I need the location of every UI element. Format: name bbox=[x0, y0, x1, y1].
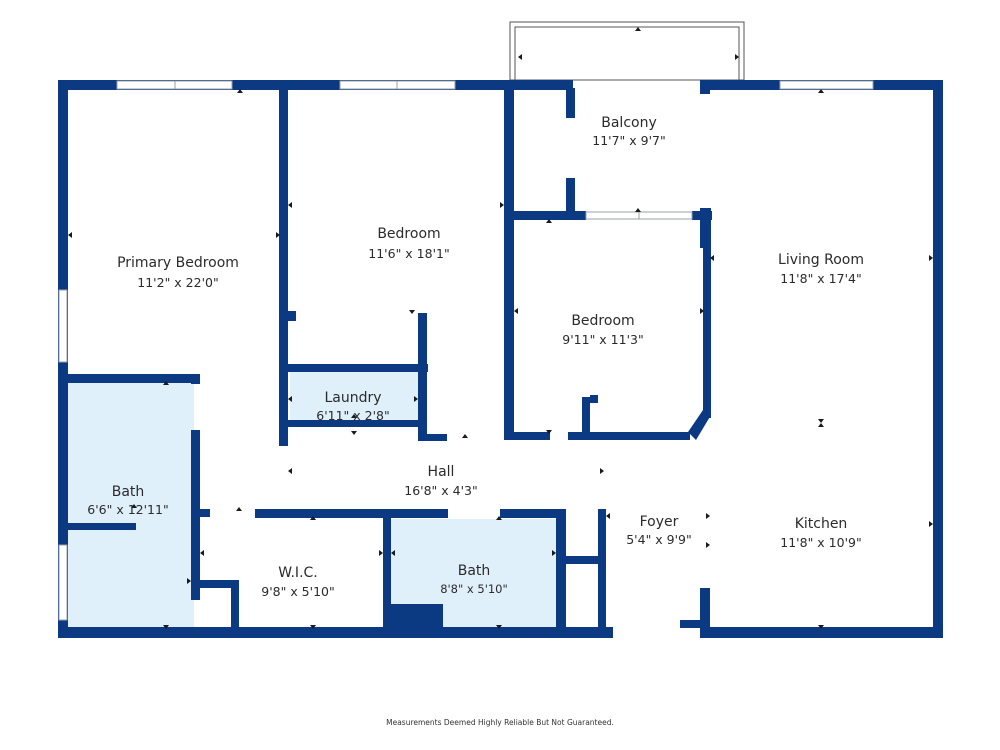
room-kitchen: Kitchen 11'8" x 10'9" bbox=[780, 516, 861, 550]
room-name: Bedroom bbox=[571, 313, 634, 329]
bath-1-fill bbox=[68, 383, 194, 627]
room-primary-bedroom: Primary Bedroom 11'2" x 22'0" bbox=[117, 255, 239, 290]
interior-walls bbox=[58, 80, 712, 636]
room-name: Laundry bbox=[324, 390, 381, 406]
room-size: 8'8" x 5'10" bbox=[440, 582, 508, 596]
room-size: 11'8" x 17'4" bbox=[780, 271, 861, 286]
room-size: 6'6" x 12'11" bbox=[87, 502, 168, 517]
room-size: 5'4" x 9'9" bbox=[626, 532, 692, 547]
room-size: 11'2" x 22'0" bbox=[137, 275, 218, 290]
room-size: 9'11" x 11'3" bbox=[562, 332, 643, 347]
room-size: 11'6" x 18'1" bbox=[368, 246, 449, 261]
room-name: Primary Bedroom bbox=[117, 255, 239, 271]
room-name: Foyer bbox=[640, 514, 679, 530]
room-wic: W.I.C. 9'8" x 5'10" bbox=[261, 565, 334, 599]
room-laundry: Laundry 6'11" x 2'8" bbox=[316, 390, 389, 423]
room-name: W.I.C. bbox=[278, 565, 318, 581]
room-hall: Hall 16'8" x 4'3" bbox=[404, 464, 477, 498]
room-bath-1: Bath 6'6" x 12'11" bbox=[87, 484, 168, 517]
room-name: Bath bbox=[112, 484, 145, 500]
room-name: Bedroom bbox=[377, 226, 440, 242]
room-size: 11'8" x 10'9" bbox=[780, 535, 861, 550]
room-size: 6'11" x 2'8" bbox=[316, 408, 389, 423]
balcony-railing bbox=[509, 21, 745, 81]
disclaimer-text: Measurements Deemed Highly Reliable But … bbox=[386, 718, 614, 727]
dimension-ticks bbox=[68, 27, 933, 629]
room-bath-2: Bath 8'8" x 5'10" bbox=[440, 563, 508, 596]
room-name: Hall bbox=[428, 464, 455, 480]
windows bbox=[58, 80, 874, 621]
room-balcony: Balcony 11'7" x 9'7" bbox=[592, 115, 665, 148]
room-name: Bath bbox=[458, 563, 491, 579]
room-size: 11'7" x 9'7" bbox=[592, 133, 665, 148]
room-foyer: Foyer 5'4" x 9'9" bbox=[626, 514, 692, 547]
room-size: 9'8" x 5'10" bbox=[261, 584, 334, 599]
room-bedroom-2: Bedroom 11'6" x 18'1" bbox=[368, 226, 449, 261]
room-size: 16'8" x 4'3" bbox=[404, 483, 477, 498]
room-bedroom-3: Bedroom 9'11" x 11'3" bbox=[562, 313, 643, 347]
room-name: Balcony bbox=[601, 115, 657, 131]
room-name: Living Room bbox=[778, 252, 864, 268]
room-living-room: Living Room 11'8" x 17'4" bbox=[778, 252, 864, 286]
room-name: Kitchen bbox=[795, 516, 848, 532]
